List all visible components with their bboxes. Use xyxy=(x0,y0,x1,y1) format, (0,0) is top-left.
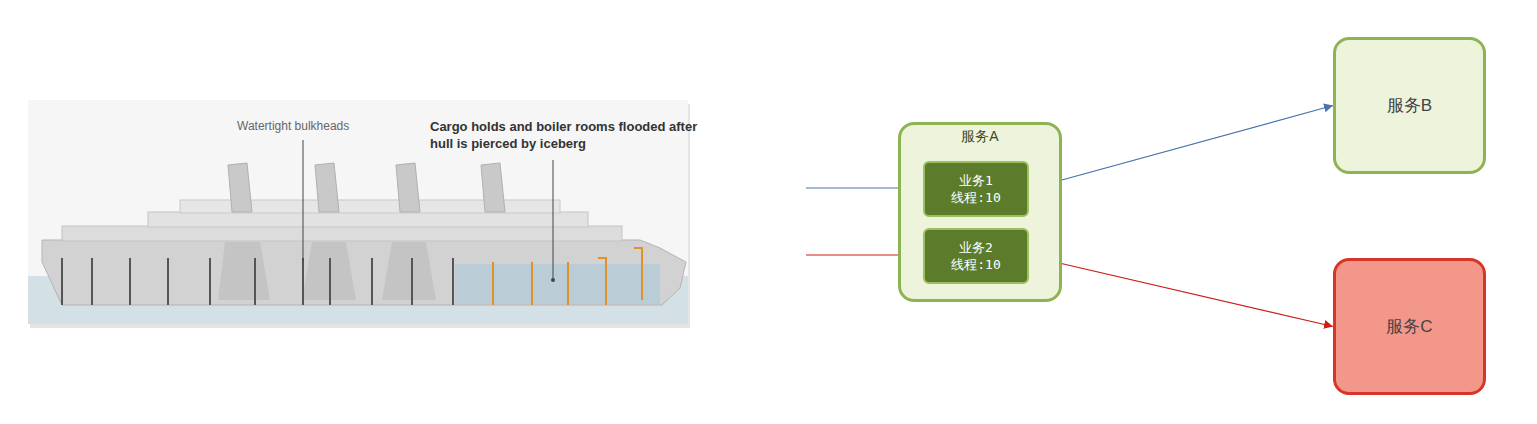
ship-funnel xyxy=(481,163,505,212)
failed-service-box: 服务C xyxy=(1333,258,1486,395)
bulkhead xyxy=(91,258,93,305)
bulkhead xyxy=(411,258,413,305)
node-detail: 线程:10 xyxy=(951,189,1000,206)
node-title: 业务1 xyxy=(959,172,993,189)
flooded-water xyxy=(455,264,660,304)
bulkhead xyxy=(329,258,331,305)
flooded-bulkhead xyxy=(531,262,533,305)
service-box: 服务B xyxy=(1333,37,1486,174)
node-title: 业务2 xyxy=(959,239,993,256)
bulkhead xyxy=(254,258,256,305)
ship-funnel xyxy=(396,163,420,212)
leader-line xyxy=(553,160,554,280)
leader-line xyxy=(303,140,304,262)
node-title: 服务C xyxy=(1386,315,1432,338)
node-detail: 线程:10 xyxy=(951,256,1000,273)
connector-arrow xyxy=(1029,256,1333,327)
connector-arrow xyxy=(1029,106,1333,190)
engine-casing xyxy=(382,242,436,300)
bulkhead xyxy=(61,258,63,305)
service-box: 服务A业务1线程:10业务2线程:10 xyxy=(898,122,1062,302)
flooded-bulkhead xyxy=(492,262,494,305)
bulkhead xyxy=(452,258,454,305)
task-box: 业务1线程:10 xyxy=(923,161,1029,217)
ship-funnel xyxy=(315,163,339,212)
callout-label: Cargo holds and boiler rooms flooded aft… xyxy=(430,118,715,152)
ship-funnel xyxy=(228,163,252,212)
flooded-bulkhead xyxy=(567,262,569,305)
engine-casing xyxy=(218,242,270,300)
bulkhead xyxy=(129,258,131,305)
ship-hull xyxy=(42,240,686,305)
bulkhead xyxy=(371,258,373,305)
bulkhead xyxy=(167,258,169,305)
ship-deck xyxy=(62,226,622,241)
flooded-bulkhead xyxy=(634,248,642,300)
ship-deck xyxy=(148,212,588,227)
task-box: 业务2线程:10 xyxy=(923,228,1029,284)
bulkhead xyxy=(209,258,211,305)
leader-dot xyxy=(551,278,555,282)
flooded-bulkhead xyxy=(598,258,606,305)
node-title: 服务A xyxy=(901,127,1059,145)
callout-label: Watertight bulkheads xyxy=(237,119,349,133)
node-title: 服务B xyxy=(1387,94,1432,117)
bulkhead xyxy=(302,258,304,305)
